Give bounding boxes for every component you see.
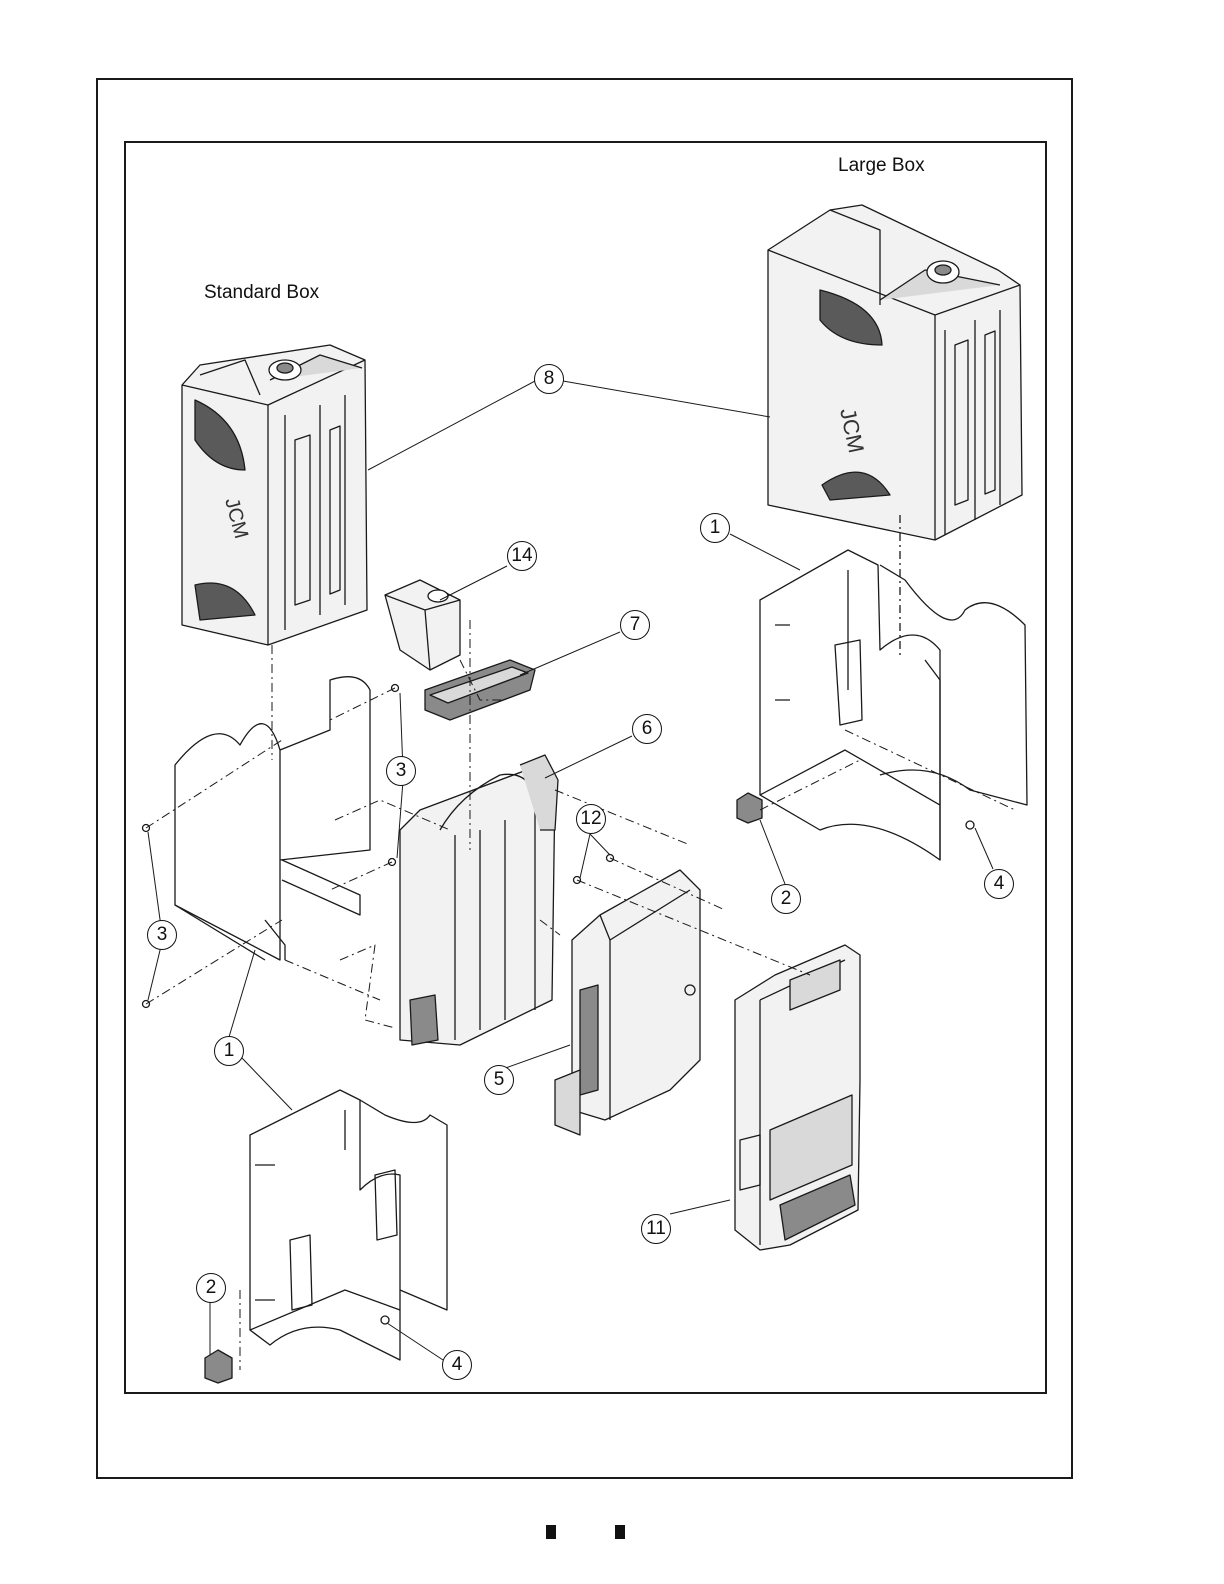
callout-4-large: 4	[984, 869, 1014, 899]
large-cash-box: JCM	[768, 205, 1022, 540]
standard-box-bracket-upper	[175, 677, 370, 960]
callout-7: 7	[620, 610, 650, 640]
callout-2-standard: 2	[196, 1273, 226, 1303]
part-14-latch	[385, 580, 460, 670]
callout-14: 14	[507, 541, 537, 571]
large-box-label: Large Box	[838, 155, 925, 177]
callout-8: 8	[534, 364, 564, 394]
standard-cash-box: JCM	[182, 345, 367, 645]
callout-12: 12	[576, 804, 606, 834]
part-2-clip-large	[737, 793, 762, 823]
callout-11: 11	[641, 1214, 671, 1244]
callout-5: 5	[484, 1065, 514, 1095]
part-7-sensor-board	[425, 660, 535, 720]
callout-2-large: 2	[771, 884, 801, 914]
large-box-bracket	[760, 515, 1027, 860]
standard-box-label: Standard Box	[204, 282, 319, 304]
callout-3-center: 3	[386, 756, 416, 786]
footer-mark-right	[615, 1525, 625, 1539]
part-2-clip-standard	[205, 1350, 232, 1383]
footer-mark-left	[546, 1525, 556, 1539]
callout-1-large: 1	[700, 513, 730, 543]
callout-1-standard: 1	[214, 1036, 244, 1066]
callout-4-standard: 4	[442, 1350, 472, 1380]
callout-3-left: 3	[147, 920, 177, 950]
part-6-frame	[400, 755, 558, 1045]
part-11-front-cover	[735, 945, 860, 1250]
callout-6: 6	[632, 714, 662, 744]
part-5-transport-unit	[555, 870, 700, 1135]
standard-box-bracket-lower	[250, 1090, 447, 1360]
